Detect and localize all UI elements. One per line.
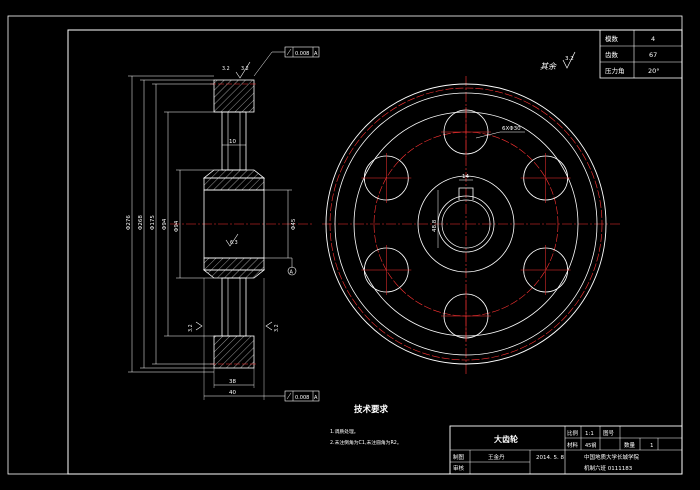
pitch-circle: [329, 87, 603, 361]
roughness-top-value: 3.2: [222, 66, 230, 72]
param-value-pressure-angle: 20°: [648, 67, 660, 75]
keyway: [458, 187, 474, 200]
inner-frame: [67, 29, 683, 475]
hub-bottom: [203, 257, 265, 271]
bore: [203, 189, 265, 259]
dim-hub-width: 38: [229, 379, 236, 385]
keyway-width-dim: 14: [462, 174, 469, 180]
section-view: Φ276 Φ268 Φ175 Φ94 Φ94 Φ45 10 38 40 0.00…: [126, 46, 320, 402]
tech-req-item-2: 2.未注倒角为C1,未注圆角为R2。: [330, 439, 402, 446]
school-line-1: 中国地质大学长城学院: [584, 453, 640, 461]
scale-label: 比例: [567, 429, 579, 437]
roughness-note-value: 3.2: [565, 56, 574, 62]
qty-label: 数量: [624, 441, 636, 449]
roughness-note-label: 其余: [540, 62, 557, 71]
bore-depth-dim: 48.8: [432, 219, 438, 232]
root-circle: [334, 92, 598, 356]
checked-label: 审核: [453, 464, 465, 472]
general-roughness-note: 其余 3.2: [540, 51, 576, 71]
front-view: 6XΦ30 14 48.8: [322, 76, 622, 376]
outer-frame: [7, 15, 683, 475]
tech-req-title: 技术要求: [354, 404, 389, 415]
rim-bottom: [213, 335, 255, 369]
lightening-holes: [361, 107, 571, 341]
school-line-2: 机制六班 0111183: [584, 464, 633, 472]
title-block: 大齿轮 比例 1:1 图号 材料 45钢 数量 1 制图 王金丹 2014. 5…: [449, 425, 683, 475]
part-name: 大齿轮: [494, 434, 518, 444]
param-value-module: 4: [651, 35, 655, 43]
param-label-pressure-angle: 压力角: [605, 66, 625, 75]
dim-tip-diameter: Φ276: [126, 215, 132, 230]
roughness-right-value: 3.2: [274, 324, 280, 332]
roughness-left-value: 3.2: [188, 324, 194, 332]
hole-callout: 6XΦ30: [502, 126, 521, 132]
tolerance-bottom-value: 0.008: [295, 395, 309, 401]
dim-d2: Φ175: [150, 215, 156, 230]
tolerance-frame-bottom: 0.008 A: [264, 390, 320, 402]
scale-value: 1:1: [585, 431, 594, 437]
dim-d1: Φ268: [138, 215, 144, 230]
drawn-date: 2014. 5. 8: [536, 455, 564, 461]
roughness-hub-value: 6.3: [230, 240, 238, 246]
dim-d4: Φ94: [174, 220, 180, 232]
dim-d3: Φ94: [162, 218, 168, 230]
param-value-teeth: 67: [649, 51, 657, 59]
drawn-name: 王金丹: [488, 453, 505, 461]
drawn-label: 制图: [453, 453, 465, 461]
roughness-top-value-2: 3.2: [241, 66, 249, 72]
drawing-no-label: 图号: [603, 429, 615, 437]
param-label-module: 模数: [605, 34, 619, 43]
tech-req-item-1: 1.调质处理。: [330, 428, 359, 435]
material-value: 45钢: [585, 442, 596, 449]
hub-top: [203, 177, 265, 191]
datum-a-label: A: [290, 270, 294, 276]
roughness-symbol-icon: [562, 51, 576, 69]
qty-value: 1: [650, 443, 654, 449]
tolerance-frame-top: 0.008 A: [253, 46, 320, 77]
param-label-teeth: 齿数: [605, 50, 619, 59]
parameter-table: 模数 4 齿数 67 压力角 20°: [599, 29, 683, 79]
tip-circle: [325, 83, 607, 365]
runout-icon: [286, 48, 292, 56]
dim-face-width: 40: [229, 390, 236, 396]
rim-top: [213, 79, 255, 113]
dim-bore: Φ45: [291, 218, 297, 230]
dim-web-thickness: 10: [229, 139, 236, 145]
hub-circle: [417, 175, 515, 273]
tolerance-top-datum: A: [314, 51, 318, 57]
roughness-hub-icon: [225, 233, 239, 247]
datum-a-marker: A: [287, 258, 297, 276]
material-label: 材料: [567, 441, 579, 449]
technical-requirements: 技术要求 1.调质处理。 2.未注倒角为C1,未注圆角为R2。: [330, 404, 402, 446]
tolerance-bottom-datum: A: [314, 395, 318, 401]
web-bottom: [221, 277, 247, 337]
bore-circle: [441, 199, 491, 249]
tolerance-top-value: 0.008: [295, 51, 309, 57]
roughness-top-icon: [235, 61, 251, 79]
